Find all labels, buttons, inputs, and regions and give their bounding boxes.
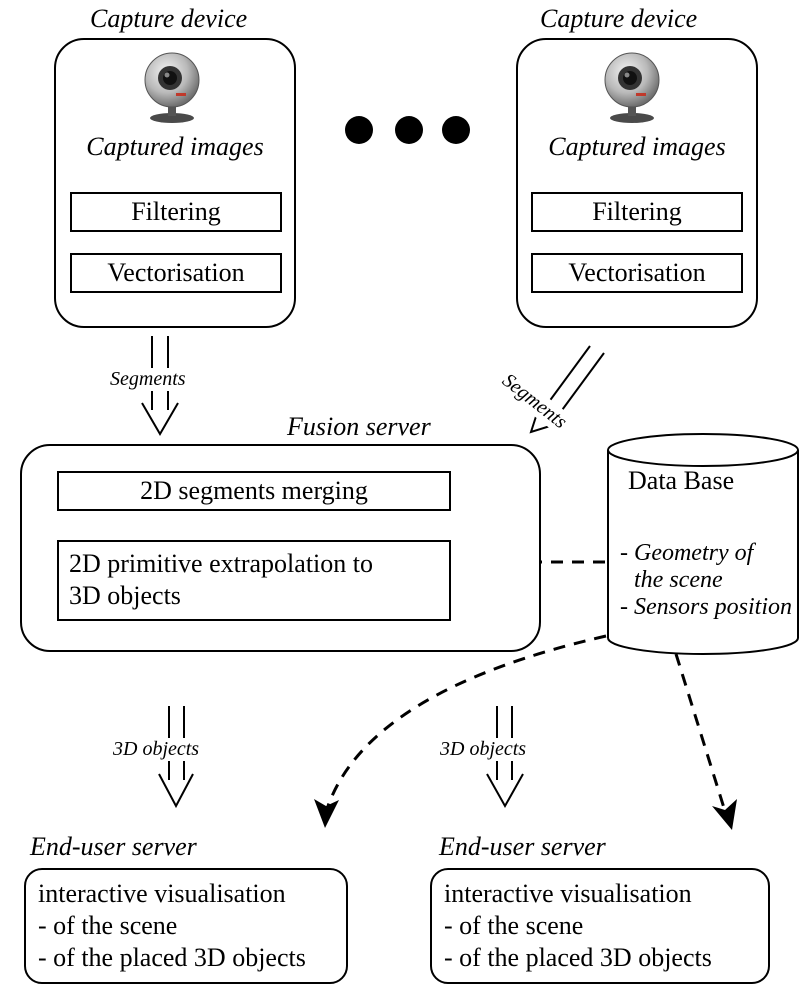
segments-label-left: Segments [108,368,188,391]
database-item: the scene [634,567,723,593]
capture-device-title-right: Capture device [540,4,698,33]
db-to-enduser-right-arrow [674,653,737,830]
enduser-line: interactive visualisation [444,879,692,908]
enduser-server-right: interactive visualisation - of the scene… [430,868,770,984]
ellipsis-dot [395,116,423,144]
enduser-line: interactive visualisation [38,879,286,908]
segments-merging-step: 2D segments merging [57,471,451,511]
enduser-server-title-left: End-user server [30,832,197,861]
enduser-server-left: interactive visualisation - of the scene… [24,868,348,984]
database-items: - Geometry of the scene - Sensors positi… [620,540,792,621]
vectorisation-step-right: Vectorisation [531,253,743,293]
filtering-step-left: Filtering [70,192,282,232]
database-cylinder-icon [607,433,799,655]
enduser-line: - of the placed 3D objects [444,943,712,972]
extrapolation-line-1: 2D primitive extrapolation to [69,549,373,578]
ellipsis-dot [345,116,373,144]
enduser-line: - of the scene [444,911,584,940]
db-to-enduser-left-arrow [314,634,607,828]
enduser-line: - of the scene [38,911,178,940]
vectorisation-step-left: Vectorisation [70,253,282,293]
fusion-server-title: Fusion server [287,412,431,441]
captured-images-label-left: Captured images [86,132,264,161]
extrapolation-step: 2D primitive extrapolation to 3D objects [57,540,451,621]
webcam-icon [144,52,200,123]
objects-label-right: 3D objects [438,738,529,761]
webcam-icon [604,52,660,123]
database-title: Data Base [628,466,735,495]
filtering-step-right: Filtering [531,192,743,232]
capture-device-title-left: Capture device [90,4,248,33]
enduser-line: - of the placed 3D objects [38,943,306,972]
objects-label-left: 3D objects [111,738,202,761]
database-item: - Sensors position [620,594,793,620]
extrapolation-line-2: 3D objects [69,581,181,610]
captured-images-label-right: Captured images [548,132,726,161]
enduser-server-title-right: End-user server [439,832,606,861]
database-item: - Geometry of [620,540,754,566]
ellipsis-dot [442,116,470,144]
